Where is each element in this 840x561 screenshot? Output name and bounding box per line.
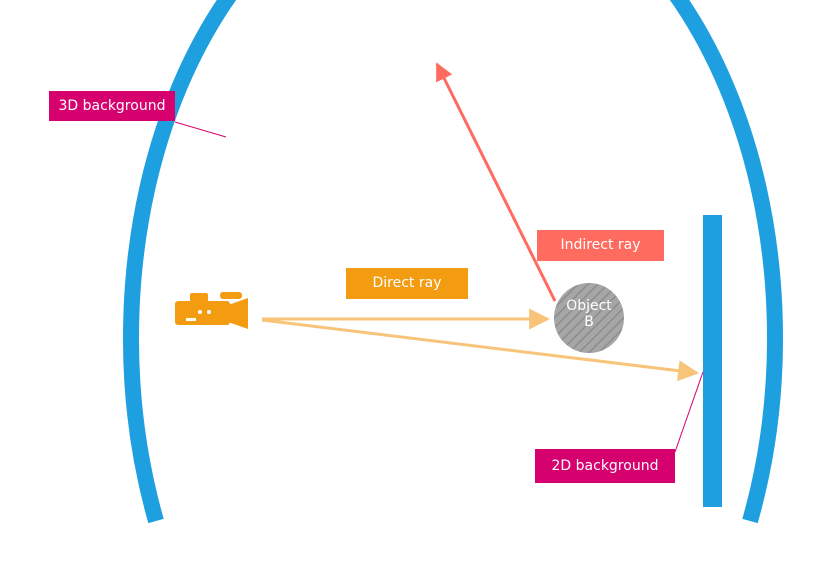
3d-background-arc — [123, 0, 783, 524]
indirect-ray-label: Indirect ray — [560, 237, 641, 253]
object-b-label-line1: Object — [566, 298, 612, 314]
indirect-ray-label-box — [537, 230, 664, 261]
3d-background-leader — [174, 121, 227, 138]
direct-ray-to-2d-background — [261, 318, 700, 382]
video-camera-icon — [175, 292, 248, 329]
2d-background-label-box — [535, 449, 675, 483]
direct-ray-label: Direct ray — [372, 275, 442, 291]
3d-background-label-box — [49, 91, 175, 121]
indirect-ray — [435, 62, 557, 302]
2d-background-leader — [674, 371, 704, 453]
3d-background-label: 3D background — [58, 98, 166, 114]
2d-background-bar — [703, 215, 722, 507]
direct-ray-label-box — [346, 268, 468, 299]
2d-background-label: 2D background — [551, 458, 659, 474]
object-b-label-line2: B — [584, 314, 594, 330]
object-b-label: Object B — [553, 298, 625, 330]
object-b — [554, 283, 624, 353]
